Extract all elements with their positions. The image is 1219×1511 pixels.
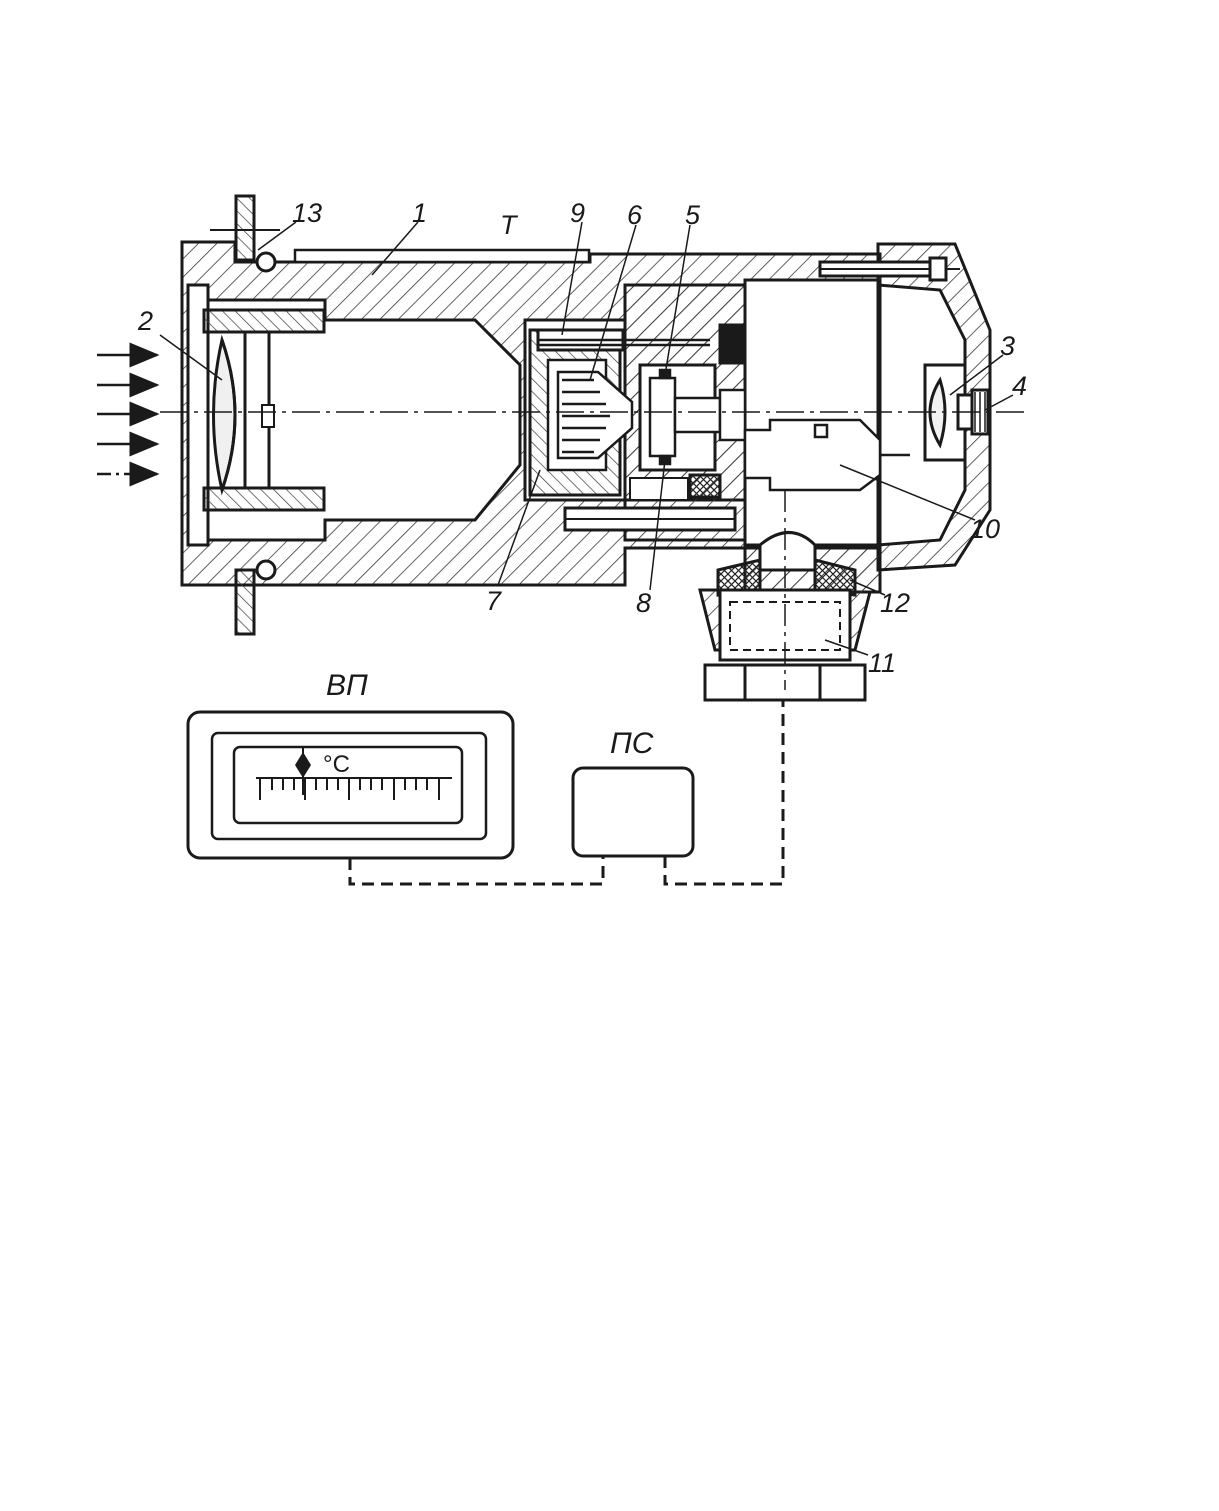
leader-lines bbox=[159, 221, 1014, 656]
indicator-instrument: ВП °C bbox=[186, 669, 515, 860]
matching-device-box bbox=[571, 766, 695, 858]
objective-lens bbox=[186, 283, 326, 547]
indicator-pointer bbox=[295, 748, 311, 795]
thermopile bbox=[648, 368, 747, 466]
label-9: 9 bbox=[570, 198, 585, 228]
label-3: 3 bbox=[1000, 331, 1015, 361]
radiation-arrows bbox=[97, 342, 160, 487]
mount-flange bbox=[210, 194, 280, 636]
label-5: 5 bbox=[685, 200, 701, 230]
label-13: 13 bbox=[292, 198, 322, 228]
matching-device: ПС bbox=[571, 727, 695, 858]
label-vp: ВП bbox=[326, 669, 368, 702]
wire-matching-to-sensor bbox=[663, 700, 785, 886]
label-2: 2 bbox=[137, 306, 153, 336]
label-t: Т bbox=[500, 210, 519, 240]
label-6: 6 bbox=[627, 200, 643, 230]
thermometer-plate bbox=[293, 248, 591, 264]
rear-cap bbox=[818, 242, 992, 572]
wiring bbox=[348, 700, 785, 886]
connector bbox=[698, 531, 882, 702]
unit-label: °C bbox=[323, 751, 350, 778]
label-1: 1 bbox=[412, 198, 427, 228]
part-labels: 13 1 Т 9 6 5 2 3 4 10 7 8 12 11 bbox=[137, 198, 1027, 678]
indicator-window bbox=[232, 745, 464, 825]
adjustment-rod bbox=[743, 418, 910, 492]
label-7: 7 bbox=[486, 586, 502, 616]
label-12: 12 bbox=[880, 588, 910, 618]
indicator-bezel bbox=[210, 731, 488, 841]
label-11: 11 bbox=[868, 648, 896, 678]
label-ps: ПС bbox=[610, 727, 654, 760]
indicator-scale bbox=[256, 777, 452, 800]
label-4: 4 bbox=[1012, 371, 1027, 401]
label-10: 10 bbox=[970, 514, 1000, 544]
label-8: 8 bbox=[636, 588, 651, 618]
wire-indicator-to-matching bbox=[348, 856, 605, 886]
